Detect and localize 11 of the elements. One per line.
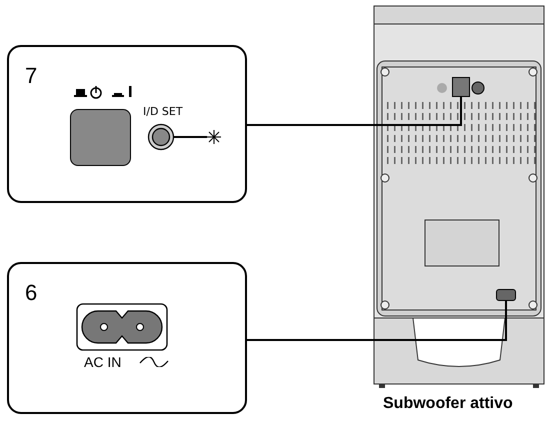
callout-box	[7, 262, 247, 414]
power-switch	[452, 77, 470, 97]
ac-inlet	[496, 289, 516, 301]
callout-number: 7	[25, 65, 38, 87]
callout-box	[7, 45, 247, 203]
leader-line	[247, 301, 507, 341]
product-label: Subwoofer attivo	[383, 396, 513, 412]
leader-line	[247, 97, 462, 126]
button-label: I/D SET	[143, 106, 183, 117]
callout-number: 6	[25, 282, 38, 304]
port-label: AC IN	[84, 355, 122, 369]
